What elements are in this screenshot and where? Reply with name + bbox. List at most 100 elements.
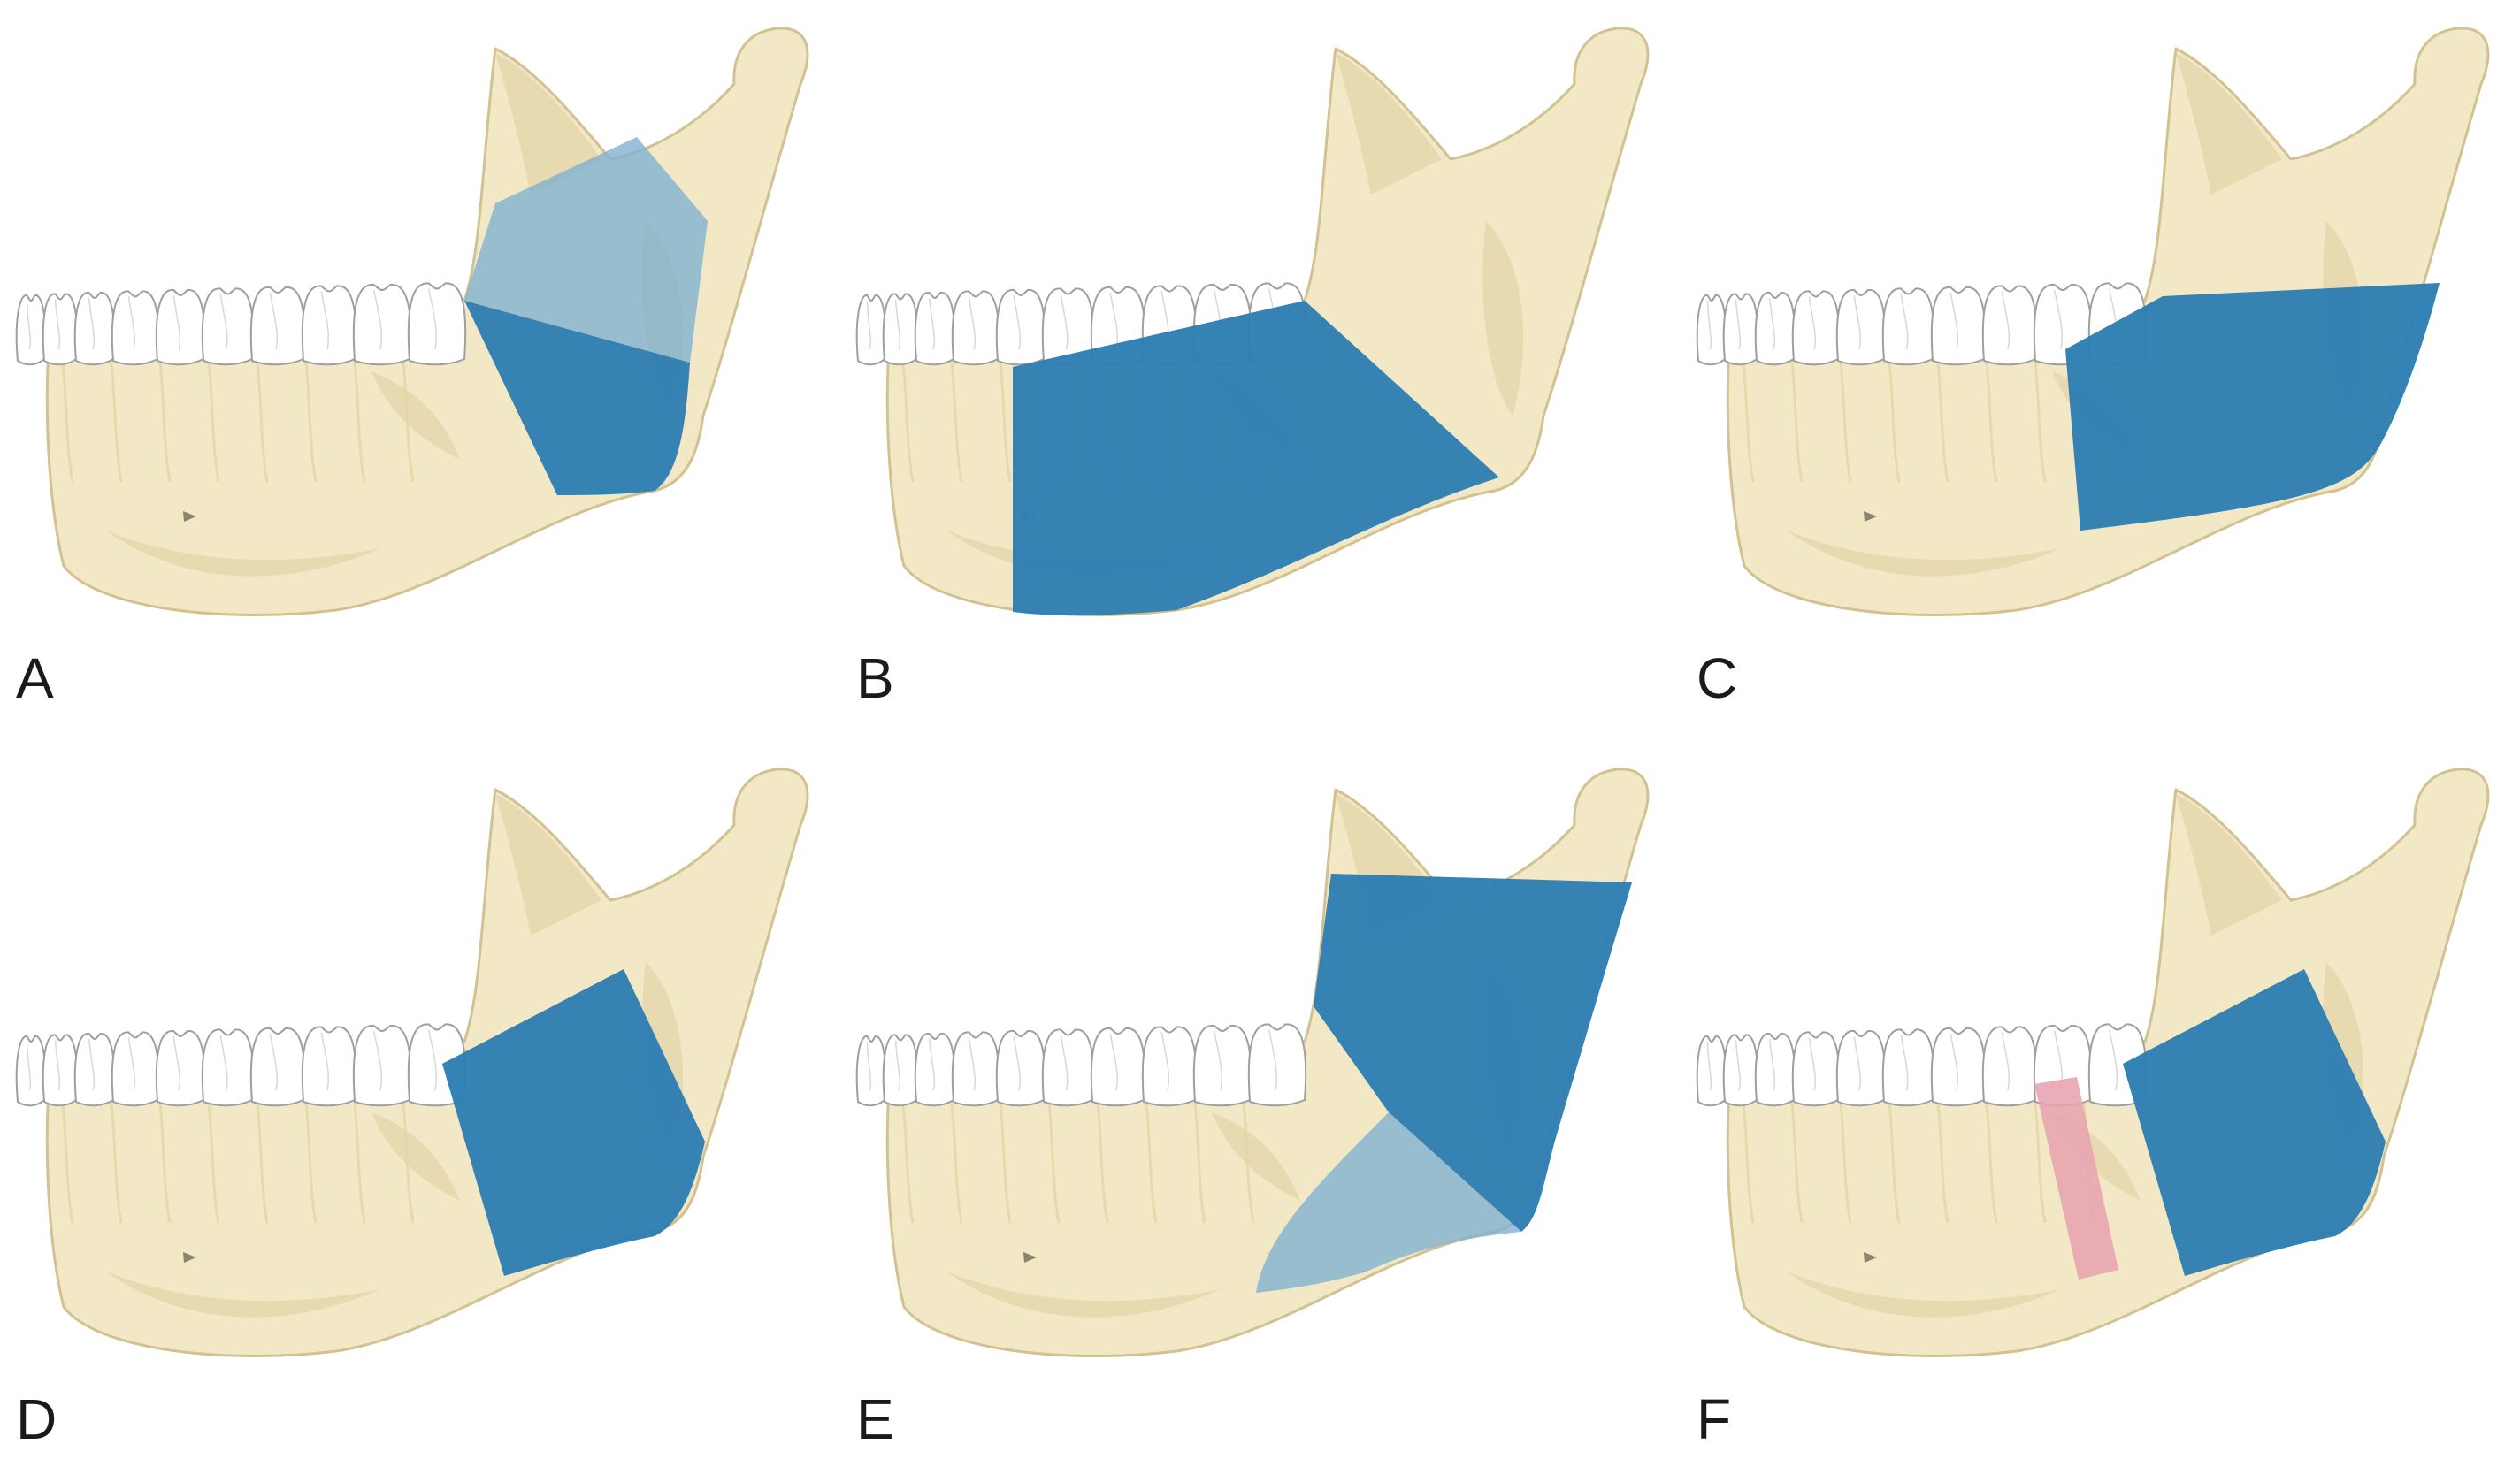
tooth-root [1838, 353, 1852, 483]
tooth [1835, 1029, 1887, 1107]
tooth-root [157, 353, 172, 483]
tooth-root [1838, 1094, 1852, 1224]
tooth-highlight [1735, 299, 1742, 350]
resection-region-ramus-angle-block [2065, 283, 2440, 531]
tooth [42, 1034, 79, 1107]
bone-shading [495, 794, 601, 936]
resection-region-angle-diagonal [442, 969, 705, 1276]
tooth [201, 1028, 255, 1107]
tooth [1835, 288, 1887, 366]
resection-region-angle-lower [464, 301, 690, 495]
tooth [15, 1035, 47, 1107]
panel-a: A [0, 0, 840, 741]
tooth [1722, 1034, 1759, 1107]
tooth [914, 1032, 956, 1107]
mandible-group [15, 27, 809, 617]
bone-shading [1787, 1272, 2061, 1318]
mandible-group [855, 27, 1650, 617]
bone-shading [946, 1272, 1221, 1318]
tooth-highlight [1853, 294, 1862, 350]
panel-label-f: F [1697, 1387, 1732, 1451]
tooth [1247, 1023, 1307, 1107]
tooth [352, 1024, 412, 1107]
mandible-illustration-b [855, 27, 1650, 617]
tooth-highlight [1213, 1030, 1223, 1091]
tooth [1722, 293, 1759, 366]
tooth-root [2033, 1094, 2047, 1224]
tooth-highlight [928, 1038, 936, 1091]
tooth-highlight [26, 1041, 32, 1091]
tooth-highlight [2053, 289, 2064, 350]
tooth-root [255, 1094, 269, 1224]
tooth-highlight [320, 1032, 330, 1091]
tooth [155, 1029, 206, 1107]
tooth-highlight [1949, 292, 1959, 350]
tooth-highlight [1268, 1029, 1278, 1091]
panel-d: D [0, 741, 840, 1482]
tooth-highlight [866, 1041, 872, 1091]
tooth-highlight [427, 288, 438, 350]
tooth [1981, 1026, 2038, 1107]
tooth [201, 287, 255, 366]
bone-shading [2176, 794, 2282, 936]
tooth-highlight [2001, 1032, 2011, 1091]
tooth-root [1887, 1094, 1901, 1224]
tooth-root [1046, 1094, 1061, 1224]
tooth-highlight [1060, 1035, 1069, 1091]
resection-region-body-strip [2034, 1077, 2118, 1280]
tooth-highlight [1013, 1035, 1022, 1091]
tooth-root [206, 353, 220, 483]
tooth-root [60, 353, 74, 483]
tooth-highlight [427, 1029, 438, 1091]
tooth [1141, 1026, 1198, 1107]
tooth [855, 294, 887, 366]
tooth [301, 285, 357, 366]
tooth-highlight [54, 299, 61, 350]
tooth-highlight [928, 297, 936, 350]
tooth-highlight [54, 1040, 61, 1091]
tooth-root [998, 353, 1012, 483]
tooth-highlight [1853, 1035, 1862, 1091]
tooth [951, 290, 1000, 366]
tooth-highlight [1808, 1037, 1817, 1091]
tooth-highlight [172, 1035, 181, 1091]
bone-shading [495, 53, 601, 195]
tooth [1791, 1031, 1841, 1107]
tooth-highlight [1735, 1040, 1742, 1091]
tooth [155, 288, 206, 366]
tooth [1192, 1024, 1252, 1107]
resection-region-body-wide [1013, 301, 1499, 615]
panel-label-c: C [1697, 646, 1738, 710]
tooth-root [109, 1094, 123, 1224]
panel-c: C [1681, 0, 2520, 741]
tooth [1881, 1028, 1935, 1107]
tooth [1930, 286, 1987, 366]
tooth [914, 291, 956, 366]
tooth-highlight [127, 1037, 136, 1091]
tooth-root [1789, 1094, 1804, 1224]
mandible-group [15, 768, 809, 1358]
tooth-root [998, 1094, 1012, 1224]
mandible-illustration-e [855, 768, 1650, 1358]
mental-foramen [1864, 1252, 1877, 1263]
tooth [882, 1034, 919, 1107]
tooth-highlight [172, 294, 181, 350]
tooth-highlight [1160, 1032, 1170, 1091]
tooth-root [1887, 353, 1901, 483]
bone-shading [371, 371, 460, 460]
tooth-root [2033, 353, 2047, 483]
tooth-root [1192, 1094, 1206, 1224]
mandible-illustration-c [1696, 27, 2490, 617]
tooth-highlight [372, 1030, 383, 1091]
tooth-root [401, 1094, 415, 1224]
resection-region-ramus-upper-block [1314, 874, 1632, 1232]
tooth-root [1935, 353, 1949, 483]
tooth-highlight [1808, 296, 1817, 350]
tooth-highlight [219, 1035, 228, 1091]
tooth-root [900, 1094, 915, 1224]
bone-shading [371, 1112, 460, 1201]
tooth-root [949, 1094, 963, 1224]
tooth-highlight [894, 1040, 901, 1091]
resection-region-angle-posterior-band [1256, 1112, 1521, 1293]
